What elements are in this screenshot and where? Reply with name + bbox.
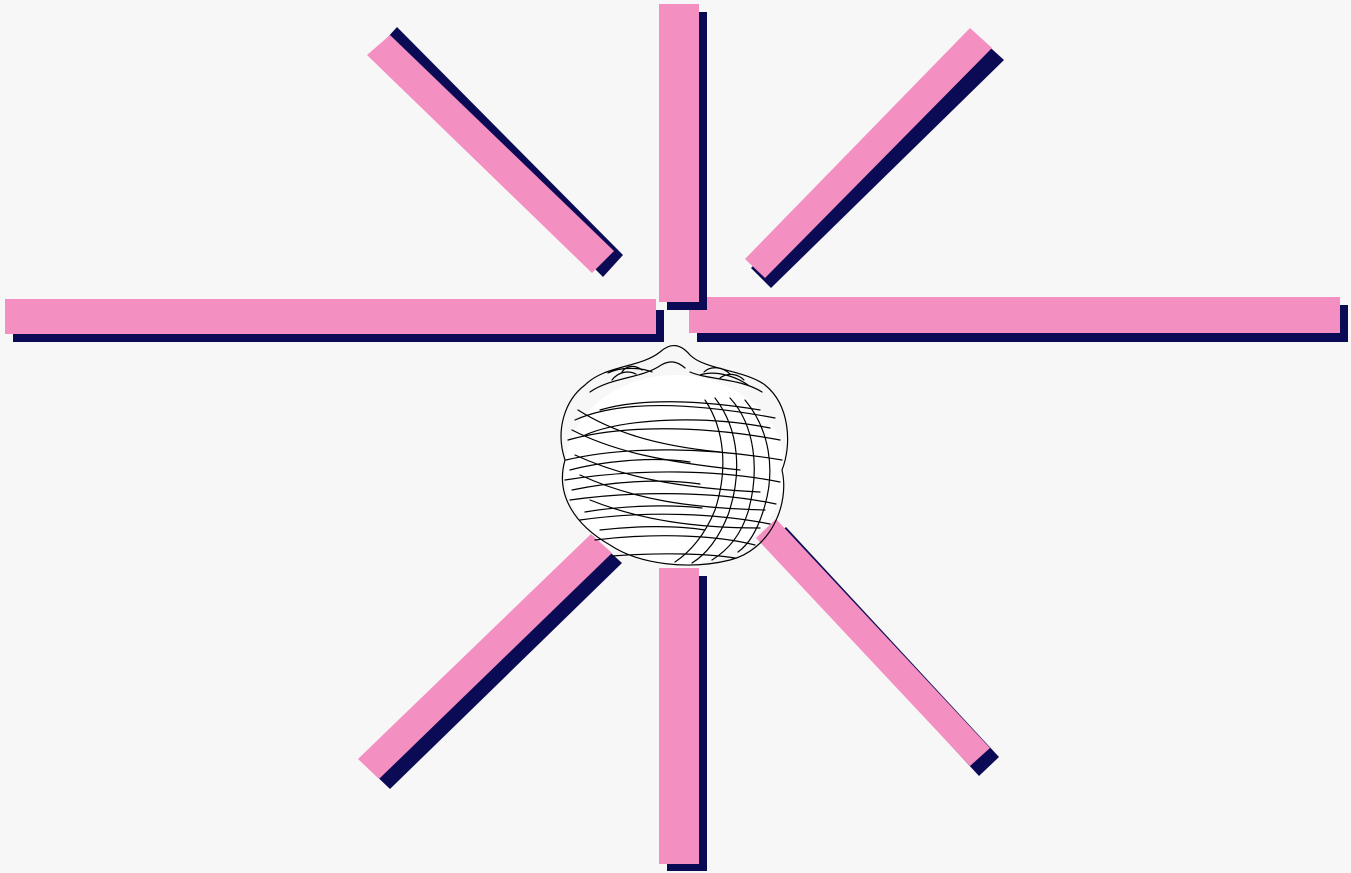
bar-right (689, 297, 1348, 342)
bar-bottom (659, 568, 707, 871)
bar-top (659, 4, 707, 310)
bar-left (5, 299, 664, 342)
